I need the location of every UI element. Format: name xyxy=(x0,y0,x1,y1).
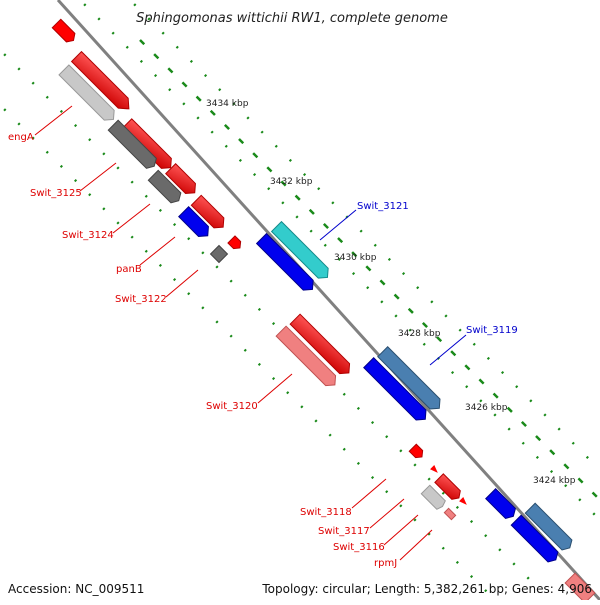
ruler-labels: 3434 kbp 3432 kbp 3430 kbp 3428 kbp 3426… xyxy=(206,99,576,486)
gene-labels-red: engA Swit_3125 Swit_3124 panB Swit_3122 … xyxy=(8,132,397,569)
label-Swit-3121[interactable]: Swit_3121 xyxy=(357,201,409,212)
leader-Swit-3120 xyxy=(257,373,293,404)
gene-labels-blue: Swit_3121 Swit_3119 xyxy=(357,201,518,336)
gene-Swit-3124-red[interactable] xyxy=(190,194,228,232)
leader-rpmJ xyxy=(399,529,433,561)
gene-Swit-3118-triangle[interactable] xyxy=(430,465,440,475)
leader-Swit-3125 xyxy=(79,162,117,192)
gene-Swit-3119-blue[interactable] xyxy=(363,357,430,424)
gene-top-red[interactable] xyxy=(51,18,77,44)
genome-backbone xyxy=(56,0,600,602)
leader-engA xyxy=(34,105,73,136)
leader-Swit-3119 xyxy=(429,334,467,366)
gene-rpmJ[interactable] xyxy=(459,497,469,507)
gene-bottom-blue-2[interactable] xyxy=(510,514,560,564)
gene-dark-gray-2[interactable] xyxy=(147,169,183,205)
gene-Swit-3116[interactable] xyxy=(443,507,457,521)
tick-line-inner-2 xyxy=(0,103,491,596)
label-Swit-3116[interactable]: Swit_3116 xyxy=(333,542,385,553)
label-Swit-3120[interactable]: Swit_3120 xyxy=(206,401,258,412)
ruler-label-3432: 3432 kbp xyxy=(270,177,313,187)
label-engA[interactable]: engA xyxy=(8,132,34,143)
gene-Swit-3121-blue[interactable] xyxy=(255,232,318,295)
gene-Swit-3119-steel[interactable] xyxy=(377,346,444,413)
gene-bottom-steel[interactable] xyxy=(524,502,574,552)
gene-Swit-3120-red[interactable] xyxy=(289,313,354,378)
label-panB[interactable]: panB xyxy=(116,264,142,275)
gene-Swit-3125-red-2[interactable] xyxy=(165,163,200,198)
label-Swit-3125[interactable]: Swit_3125 xyxy=(30,188,82,199)
tick-line-outer-1 xyxy=(78,0,600,522)
leader-Swit-3124 xyxy=(112,203,151,234)
gene-Swit-3117[interactable] xyxy=(420,484,446,510)
gene-panB[interactable] xyxy=(227,235,244,252)
ruler-label-3426: 3426 kbp xyxy=(465,403,508,413)
label-Swit-3124[interactable]: Swit_3124 xyxy=(62,230,114,241)
gene-Swit-3120-pink[interactable] xyxy=(275,325,340,390)
gene-Swit-3121-cyan[interactable] xyxy=(270,220,333,283)
label-Swit-3119[interactable]: Swit_3119 xyxy=(466,325,518,336)
label-Swit-3118[interactable]: Swit_3118 xyxy=(300,507,352,518)
gene-dark-gray-1[interactable] xyxy=(107,119,159,171)
leader-lines-red xyxy=(34,105,433,561)
label-Swit-3122[interactable]: Swit_3122 xyxy=(115,294,167,305)
leader-panB xyxy=(139,236,176,266)
accession-label: Accession: NC_009511 xyxy=(8,582,145,596)
ruler-label-3424: 3424 kbp xyxy=(533,476,576,486)
gene-small-red-1[interactable] xyxy=(408,443,425,460)
tick-line-outer-2 xyxy=(128,0,600,472)
map-title: Sphingomonas wittichii RW1, complete gen… xyxy=(136,11,448,26)
label-Swit-3117[interactable]: Swit_3117 xyxy=(318,526,370,537)
gene-Swit-3118[interactable] xyxy=(434,473,463,502)
tick-line-inner-1 xyxy=(0,48,541,591)
leader-lines-blue xyxy=(319,209,467,366)
leader-Swit-3116 xyxy=(383,514,419,546)
topology-label: Topology: circular; Length: 5,382,261 bp… xyxy=(262,582,592,596)
ruler-label-3428: 3428 kbp xyxy=(398,329,441,339)
major-tick-line xyxy=(139,39,600,501)
gene-bottom-blue-1[interactable] xyxy=(485,488,519,522)
ruler-label-3434: 3434 kbp xyxy=(206,99,249,109)
leader-Swit-3121 xyxy=(319,209,357,241)
label-rpmJ[interactable]: rpmJ xyxy=(374,558,397,569)
gene-Swit-3124-blue[interactable] xyxy=(178,206,213,241)
gene-light-gray-1[interactable] xyxy=(58,64,118,124)
ruler-label-3430: 3430 kbp xyxy=(334,253,377,263)
leader-Swit-3117 xyxy=(369,498,405,529)
leader-Swit-3118 xyxy=(351,478,387,509)
leader-Swit-3122 xyxy=(165,269,199,298)
gene-engA-red[interactable] xyxy=(70,50,134,114)
gene-Swit-3122[interactable] xyxy=(209,244,229,264)
major-ticks xyxy=(139,39,600,501)
